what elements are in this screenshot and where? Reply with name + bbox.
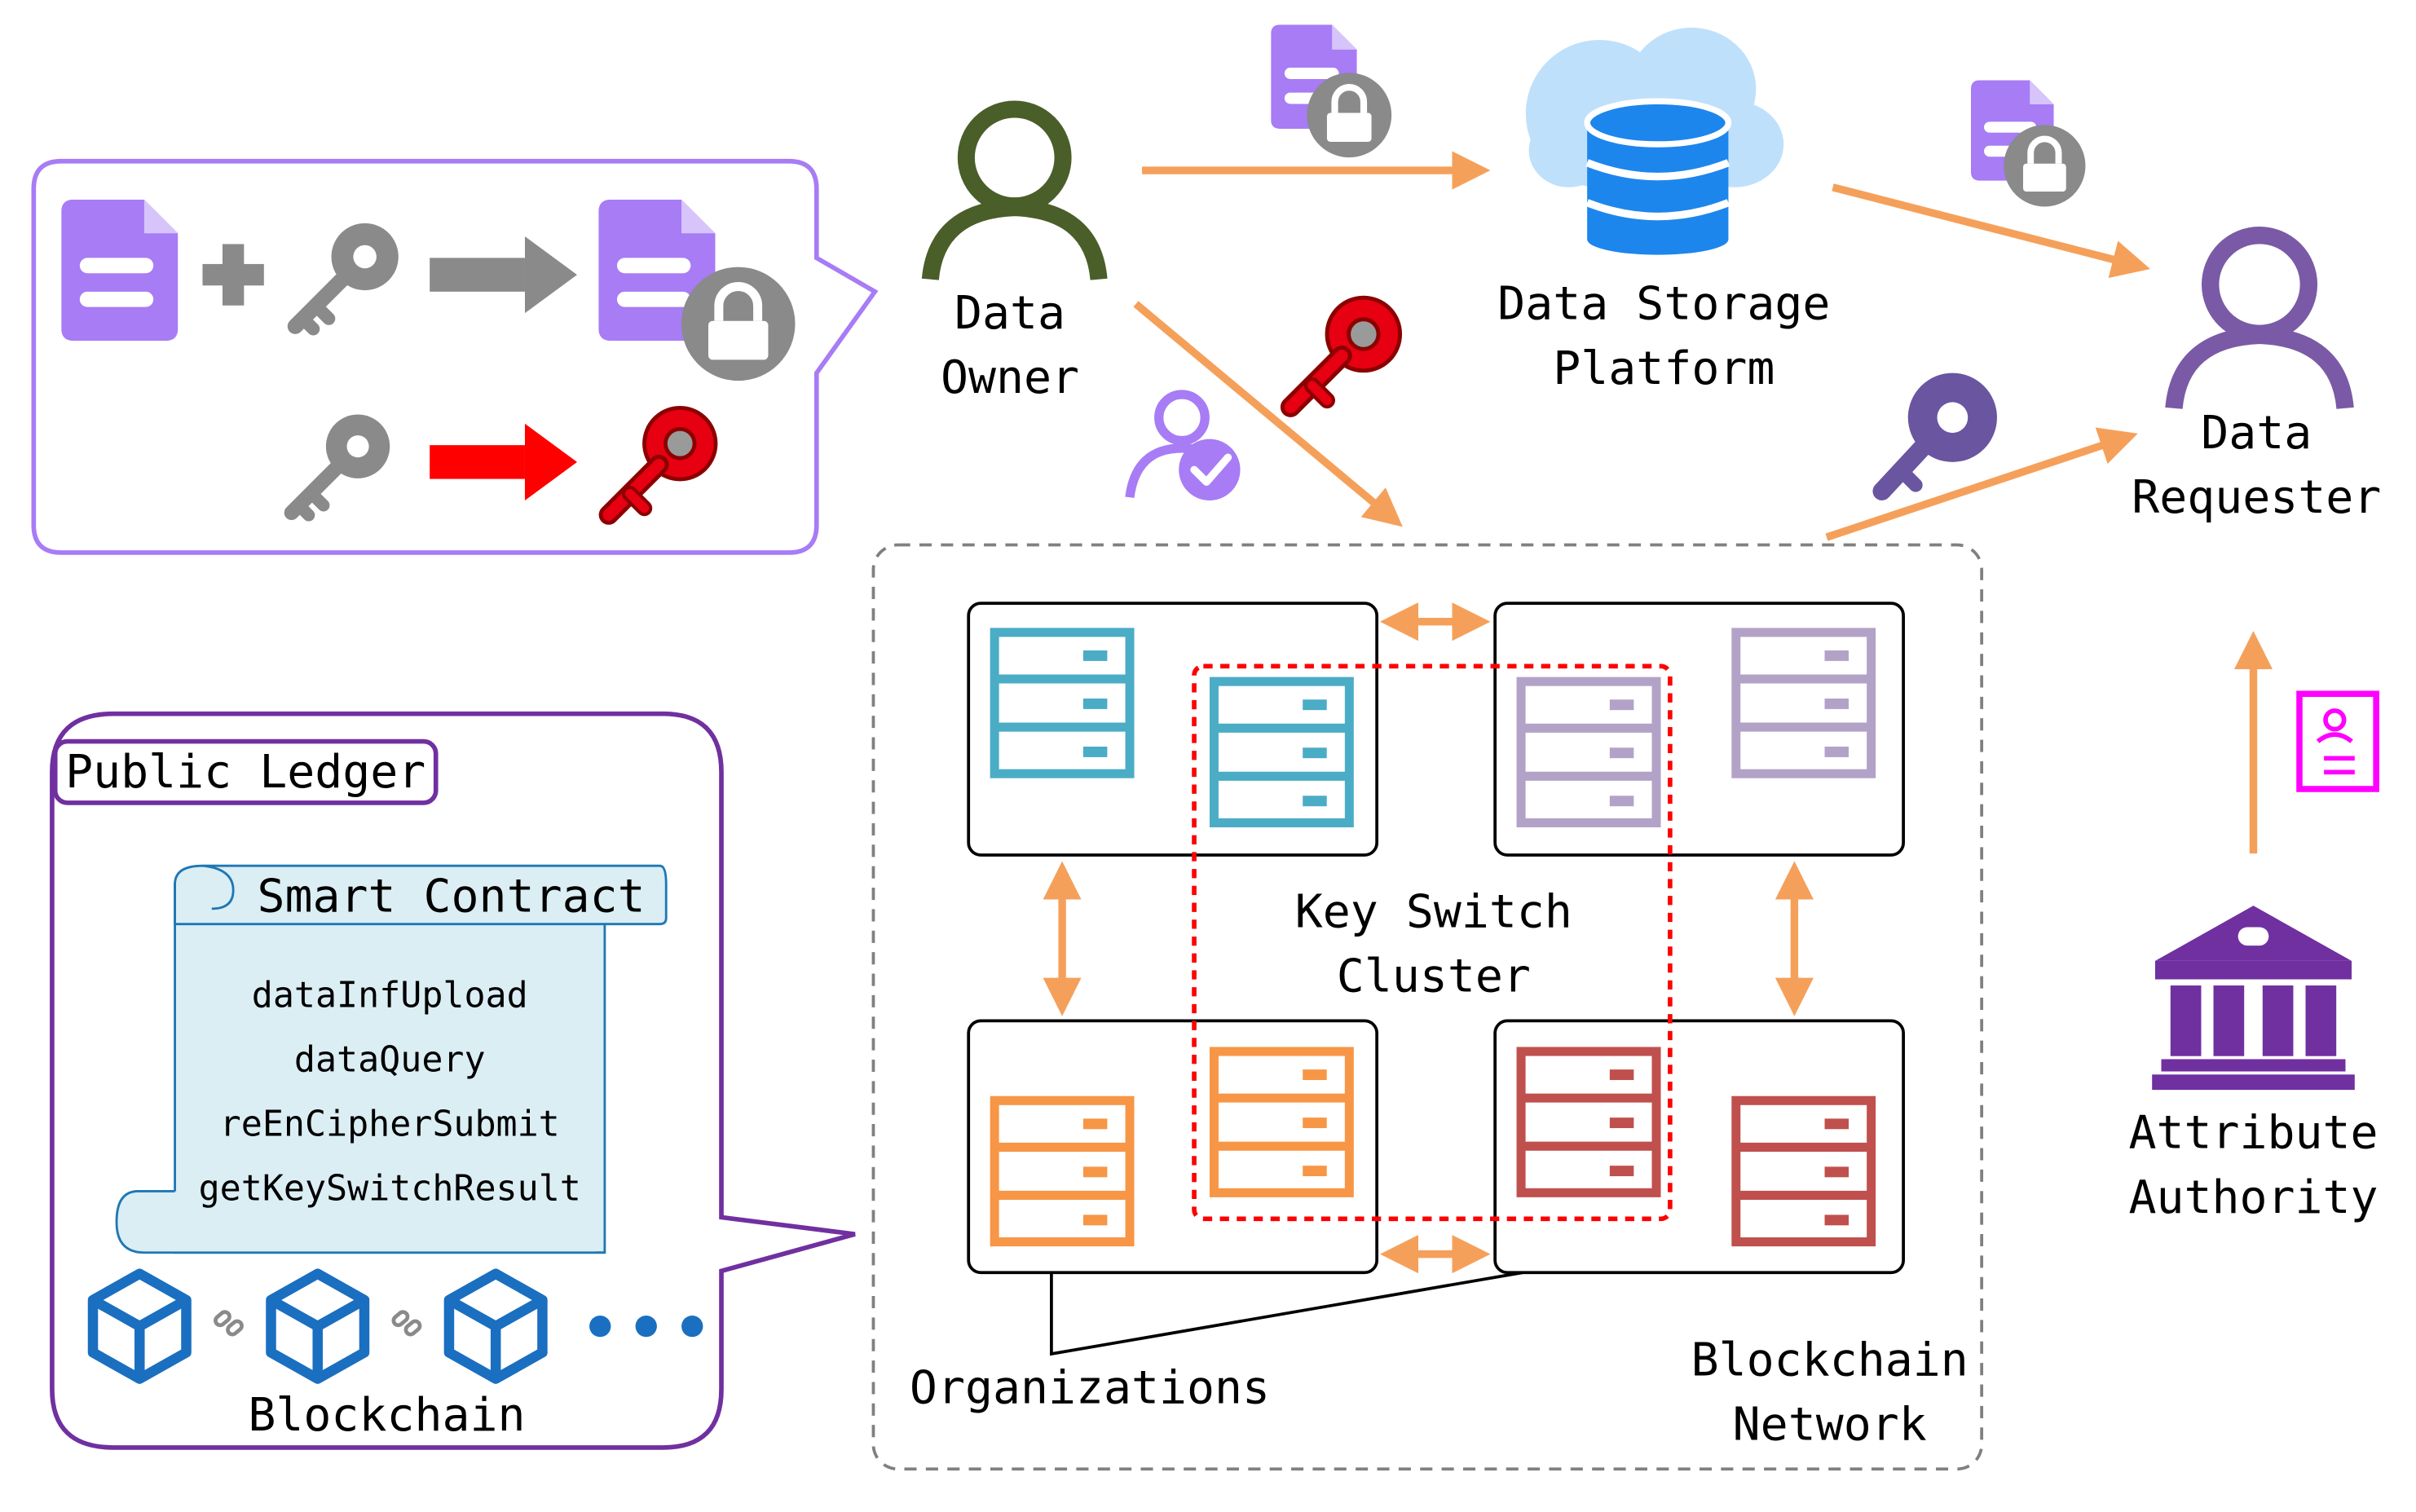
flow-arrows (1133, 151, 2273, 854)
cluster-label-1: Key Switch (1295, 885, 1572, 938)
blockchain-label: Blockchain (248, 1389, 525, 1442)
ellipsis-icon (589, 1315, 703, 1338)
purple-key-icon (1872, 372, 1997, 500)
red-key-icon (1290, 298, 1400, 407)
network-label-2: Network (1733, 1398, 1927, 1451)
data-owner-label-2: Owner (941, 351, 1079, 404)
key-switch-cluster-frame (1192, 663, 1673, 1222)
data-owner-label-1: Data (954, 287, 1065, 340)
organizations-callout (1050, 1271, 1523, 1356)
server-icon (1736, 1100, 1872, 1241)
server-icon (1521, 1051, 1656, 1192)
authority-label-2: Authority (2128, 1171, 2378, 1224)
storage-label-2: Platform (1553, 342, 1775, 395)
authority-label-1: Attribute (2128, 1107, 2378, 1160)
bank-icon (2152, 906, 2355, 1091)
contract-function: dataInfUpload (252, 975, 528, 1016)
user-verified-icon (1125, 390, 1241, 500)
data-requester-icon (2174, 236, 2345, 408)
server-icon (1214, 1051, 1349, 1192)
contract-function: reEnCipherSubmit (220, 1104, 560, 1145)
key-switch-arrow (430, 423, 577, 500)
server-icon (1521, 681, 1656, 822)
requester-label-1: Data (2201, 407, 2312, 460)
cluster-label-2: Cluster (1337, 950, 1531, 1003)
public-ledger-title-box (52, 738, 439, 805)
cluster-label-bg (1286, 878, 1581, 1016)
network-links (1043, 602, 1814, 1274)
lock-icon (681, 267, 796, 381)
data-owner-icon (930, 109, 1099, 280)
contract-function: dataQuery (294, 1040, 486, 1081)
blockchain-network-frame (871, 543, 1984, 1471)
server-icon (994, 633, 1130, 774)
public-ledger-title: Public Ledger (65, 746, 425, 799)
server-icon (994, 1100, 1130, 1241)
server-icon (1214, 681, 1349, 822)
certificate-icon (2296, 690, 2379, 792)
organizations-label: Organizations (910, 1361, 1270, 1414)
link-icon (391, 1310, 422, 1337)
requester-label-2: Requester (2132, 471, 2381, 524)
server-icon (1736, 633, 1872, 774)
lock-icon (1307, 73, 1391, 157)
encrypt-arrow (430, 236, 577, 314)
smart-contract-scroll (115, 864, 668, 1254)
contract-function: getKeySwitchResult (199, 1169, 581, 1210)
storage-label-1: Data Storage (1497, 278, 1830, 331)
smart-contract-title: Smart Contract (258, 871, 646, 924)
document-icon (61, 199, 179, 342)
plus-icon (202, 244, 264, 306)
network-label-1: Blockchain (1691, 1333, 1969, 1386)
link-icon (214, 1310, 244, 1337)
lock-icon (2004, 125, 2085, 206)
cloud-database-icon (1525, 27, 1784, 255)
